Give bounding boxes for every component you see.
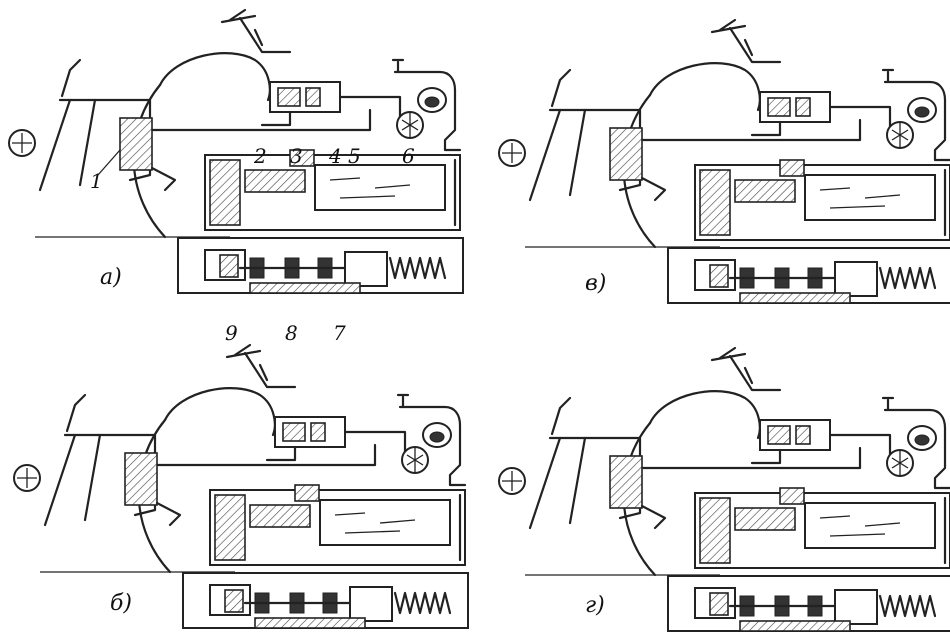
callout-7: 7 [333,321,346,345]
panel-caption-a: а) [100,265,122,290]
callout-1: 1 [90,169,103,193]
callout-labels: 1 2 3 4 5 6 7 8 9 [90,144,415,345]
panel-a: 1 2 3 4 5 6 7 8 9 а) [7,8,465,345]
callout-4: 4 [328,144,342,168]
panel-caption-b: б) [110,591,132,616]
panel-caption-g: г) [585,593,605,618]
panel-b: б) [12,343,470,630]
callout-3: 3 [290,144,303,168]
callout-6: 6 [402,144,415,168]
panel-g: г) [497,346,950,633]
panel-caption-v: в) [585,271,606,296]
panel-v: в) [497,18,950,305]
callout-8: 8 [285,321,298,345]
callout-2: 2 [253,144,267,168]
callout-5: 5 [348,144,361,168]
callout-9: 9 [225,321,238,345]
